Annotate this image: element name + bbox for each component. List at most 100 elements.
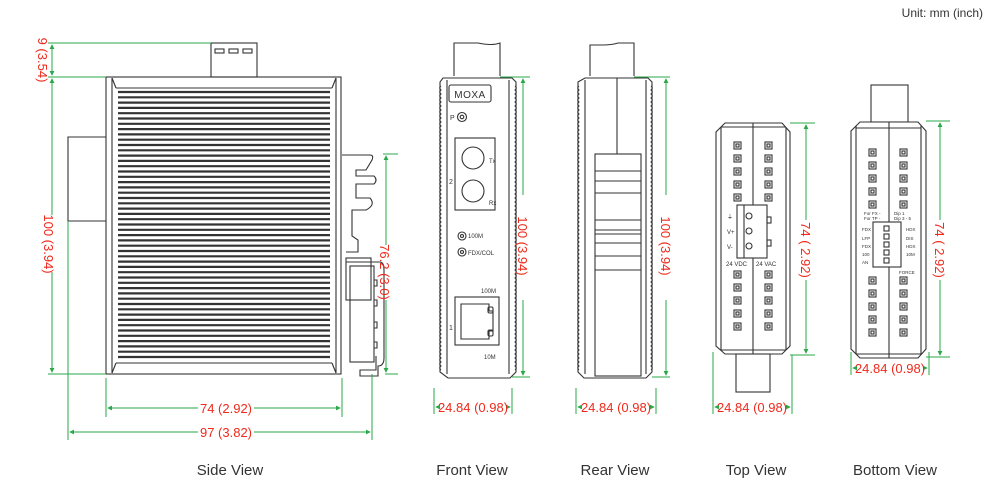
vminus-label: V- xyxy=(727,245,733,251)
caption-side-view: Side View xyxy=(196,462,264,479)
note-dip35: Dip 3 - 5 xyxy=(894,216,912,221)
dip-switch xyxy=(883,257,890,264)
power-24vac-label: 24 VAC xyxy=(756,262,777,268)
dip-left-label-3: FDX xyxy=(862,244,871,249)
dim-top-width: 24.84 (0.98) xyxy=(717,400,787,415)
vent-slot xyxy=(764,193,773,202)
vent-slot xyxy=(899,328,908,337)
caption-top-view: Top View xyxy=(725,462,787,479)
vent-slot xyxy=(733,180,742,189)
vent-slot xyxy=(868,187,877,196)
vent-slot xyxy=(764,309,773,318)
dip-left-label-2: LFP xyxy=(862,236,870,241)
dim-depth-body: 74 (2.92) xyxy=(200,401,252,416)
vent-slot xyxy=(899,200,908,209)
dim-top-height: 74 ( 2.92) xyxy=(798,222,813,278)
fiber-tx-label: Tx xyxy=(489,159,496,165)
dim-connector-height: 9 (3.54) xyxy=(35,38,50,83)
vent-slot xyxy=(868,289,877,298)
note-tp: For TP - xyxy=(864,216,881,221)
dim-rear-height: 100 (3.94) xyxy=(658,216,673,275)
vent-slot xyxy=(868,148,877,157)
vent-slot xyxy=(868,200,877,209)
front-housing xyxy=(439,77,517,379)
vent-slot xyxy=(899,315,908,324)
vent-slot xyxy=(733,167,742,176)
vent-slot xyxy=(899,302,908,311)
fiber-port xyxy=(454,137,496,211)
din-rail-clip xyxy=(342,154,385,377)
terminal-block-rear xyxy=(589,42,635,76)
side-view: 9 (3.54) 100 (3.94) 76.2 (3.0) 74 (2.92)… xyxy=(35,38,398,440)
vent-slots-upper xyxy=(733,141,773,202)
power-24vdc-label: 24 VDC xyxy=(726,262,748,268)
vent-slot xyxy=(764,180,773,189)
vent-slot xyxy=(868,328,877,337)
dim-din-rail: 76.2 (3.0) xyxy=(377,244,392,300)
caption-front-view: Front View xyxy=(436,462,508,479)
vent-slot xyxy=(733,193,742,202)
terminal-block-bottom-view xyxy=(870,84,909,123)
vent-slot xyxy=(764,322,773,331)
vent-slot xyxy=(899,289,908,298)
vent-slot xyxy=(899,174,908,183)
vent-slot xyxy=(764,283,773,292)
fiber-tx-icon xyxy=(461,146,485,170)
vent-slot xyxy=(868,302,877,311)
rear-view: 100 (3.94) 24.84 (0.98) xyxy=(575,42,673,415)
note-dip1: Dip 1 xyxy=(894,211,905,216)
vent-slot xyxy=(764,270,773,279)
vent-slot xyxy=(733,309,742,318)
vent-slot xyxy=(868,174,877,183)
vent-slot xyxy=(764,154,773,163)
vent-slot xyxy=(899,276,908,285)
ground-label: ⏚ xyxy=(727,214,733,221)
din-rail-slot xyxy=(594,153,642,377)
moxa-logo-frame xyxy=(448,84,492,103)
dip-right-label-3: HDX xyxy=(906,244,916,249)
power-led-icon xyxy=(456,111,468,123)
dip-left-label-5: AN xyxy=(862,260,868,265)
rj45-10m-label: 10M xyxy=(484,355,496,361)
dim-bottom-width: 24.84 (0.98) xyxy=(855,361,925,376)
vplus-label: V+ xyxy=(727,230,735,236)
vent-slots-lower xyxy=(868,276,908,337)
led-fdx-label: FDX/COL xyxy=(468,251,495,257)
dip-switch xyxy=(883,233,890,240)
led-fdx-icon xyxy=(457,247,467,257)
terminal-block-top-view xyxy=(735,353,771,393)
led-100m-label: 100M xyxy=(468,234,483,240)
heat-sink-fins xyxy=(118,90,330,359)
vent-slot xyxy=(733,296,742,305)
vent-slot xyxy=(868,161,877,170)
dim-bottom-height: 74 ( 2.92) xyxy=(932,222,947,278)
vent-slot xyxy=(733,141,742,150)
dip-switch xyxy=(883,225,890,232)
top-view: ⏚ V+ V- 24 VDC 24 VAC 74 ( 2.92) 24.84 (… xyxy=(712,122,815,415)
vent-slot xyxy=(899,161,908,170)
dip-right-label-4: 10M xyxy=(906,252,915,257)
vent-slot xyxy=(764,296,773,305)
vent-slots-upper xyxy=(868,148,908,209)
vent-slot xyxy=(868,276,877,285)
dip-right-label-2: DIS xyxy=(906,236,914,241)
moxa-logo: MOXA xyxy=(454,90,485,101)
vent-slot xyxy=(899,187,908,196)
dip-switch xyxy=(883,249,890,256)
rj45-port-number: 1 xyxy=(449,325,453,332)
rj45-port xyxy=(454,296,500,346)
rj45-100m-label: 100M xyxy=(481,289,496,295)
dip-switches xyxy=(883,225,890,264)
dim-front-height: 100 (3.94) xyxy=(515,216,530,275)
vent-slot xyxy=(764,141,773,150)
unit-note: Unit: mm (inch) xyxy=(901,6,983,20)
front-view: MOXA P Tx Rx 2 100M FDX/COL 100M 1 10M xyxy=(433,42,530,415)
side-connector xyxy=(67,136,106,222)
power-led-label: P xyxy=(450,115,455,122)
caption-rear-view: Rear View xyxy=(580,462,650,479)
bottom-view: For FX - For TP - Dip 1 Dip 3 - 5 FDX LF… xyxy=(850,84,950,376)
dip-switch xyxy=(883,241,890,248)
dim-depth-total: 97 (3.82) xyxy=(200,425,252,440)
led-100m-icon xyxy=(457,231,467,241)
